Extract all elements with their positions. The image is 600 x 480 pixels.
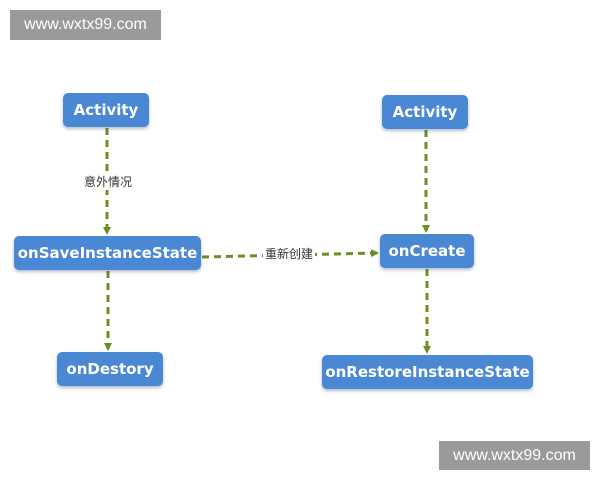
edge-label-unexpected: 意外情况	[82, 174, 135, 190]
node-on-destory: onDestory	[57, 352, 163, 386]
node-on-save-instance-state: onSaveInstanceState	[14, 236, 201, 270]
watermark-top: www.wxtx99.com	[10, 10, 161, 40]
edge-label-recreate: 重新创建	[263, 246, 316, 262]
node-on-create: onCreate	[380, 234, 474, 268]
watermark-bottom: www.wxtx99.com	[439, 441, 590, 470]
node-activity-right: Activity	[382, 95, 468, 129]
node-on-restore-instance-state: onRestoreInstanceState	[322, 355, 533, 389]
node-activity-left: Activity	[63, 93, 149, 127]
